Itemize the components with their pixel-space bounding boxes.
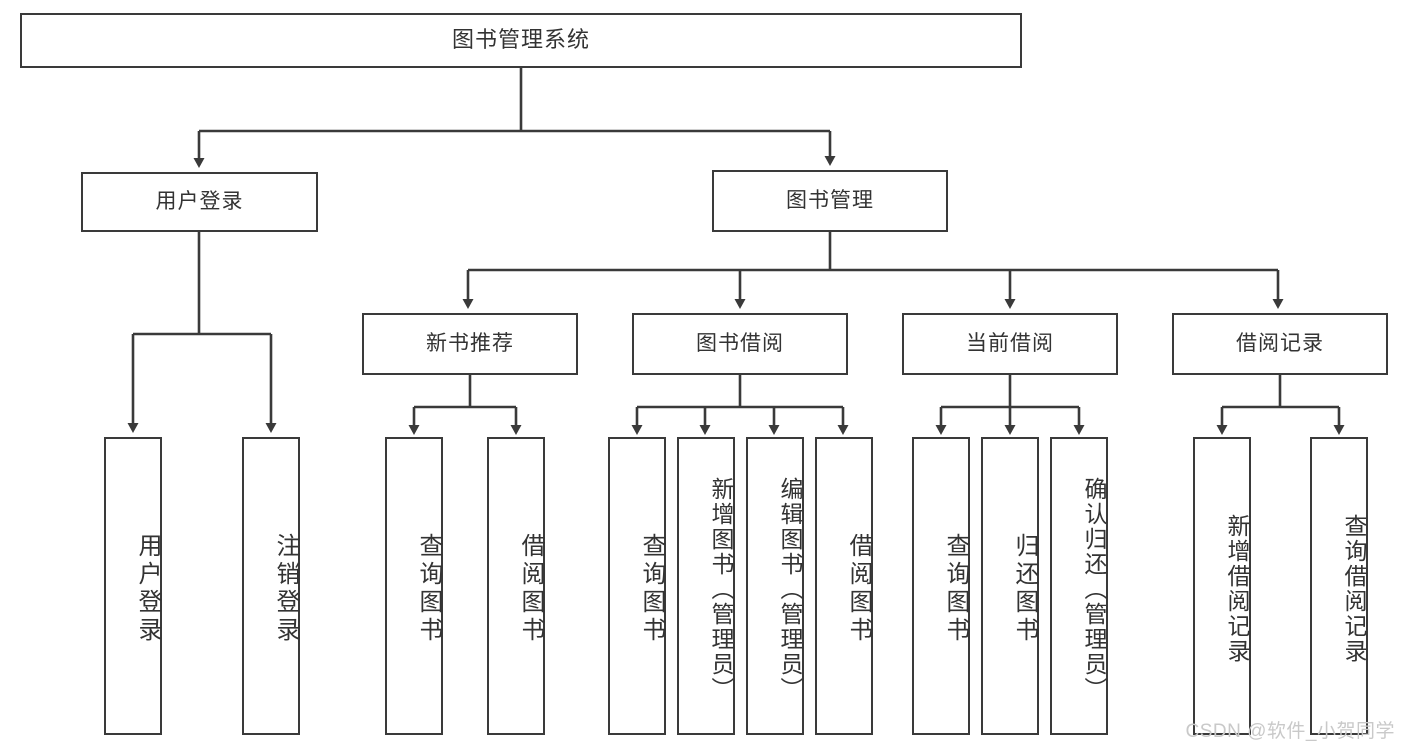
node-label: 确认归还（管理员）: [1081, 476, 1107, 702]
node-label: 新书推荐: [426, 332, 514, 356]
node-new-book-recommend[interactable]: 新书推荐: [362, 313, 578, 375]
node-book-management[interactable]: 图书管理: [712, 170, 948, 232]
leaf-borrow-book-recommend[interactable]: 借阅图书: [487, 437, 545, 735]
node-label: 编辑图书（管理员）: [777, 476, 803, 702]
node-label: 借阅图书: [845, 533, 872, 645]
leaf-add-borrow-record[interactable]: 新增借阅记录: [1193, 437, 1251, 735]
node-label: 查询借阅记录: [1341, 514, 1367, 664]
leaf-query-borrow-record[interactable]: 查询借阅记录: [1310, 437, 1368, 735]
node-borrow-record[interactable]: 借阅记录: [1172, 313, 1388, 375]
leaf-query-book-borrow[interactable]: 查询图书: [608, 437, 666, 735]
leaf-edit-book-admin[interactable]: 编辑图书（管理员）: [746, 437, 804, 735]
node-label: 用户登录: [134, 533, 161, 645]
node-label: 当前借阅: [966, 332, 1054, 356]
node-label: 查询图书: [415, 533, 442, 645]
node-label: 注销登录: [272, 533, 299, 645]
node-label: 新增借阅记录: [1224, 514, 1250, 664]
node-book-borrow[interactable]: 图书借阅: [632, 313, 848, 375]
leaf-query-book-recommend[interactable]: 查询图书: [385, 437, 443, 735]
node-label: 借阅记录: [1236, 332, 1324, 356]
leaf-borrow-book[interactable]: 借阅图书: [815, 437, 873, 735]
leaf-add-book-admin[interactable]: 新增图书（管理员）: [677, 437, 735, 735]
node-label: 用户登录: [155, 190, 244, 214]
node-label: 查询图书: [942, 533, 969, 645]
node-current-borrow[interactable]: 当前借阅: [902, 313, 1118, 375]
node-label: 归还图书: [1011, 533, 1038, 645]
node-label: 新增图书（管理员）: [708, 476, 734, 702]
node-label: 借阅图书: [517, 533, 544, 645]
leaf-return-book[interactable]: 归还图书: [981, 437, 1039, 735]
node-root-book-management-system[interactable]: 图书管理系统: [20, 13, 1022, 68]
node-label: 图书管理: [786, 189, 874, 213]
leaf-confirm-return-admin[interactable]: 确认归还（管理员）: [1050, 437, 1108, 735]
leaf-logout-login[interactable]: 注销登录: [242, 437, 300, 735]
node-user-login[interactable]: 用户登录: [81, 172, 318, 232]
node-label: 图书管理系统: [451, 27, 590, 53]
node-label: 图书借阅: [696, 332, 784, 356]
leaf-query-book-current[interactable]: 查询图书: [912, 437, 970, 735]
leaf-user-login[interactable]: 用户登录: [104, 437, 162, 735]
node-label: 查询图书: [638, 533, 665, 645]
